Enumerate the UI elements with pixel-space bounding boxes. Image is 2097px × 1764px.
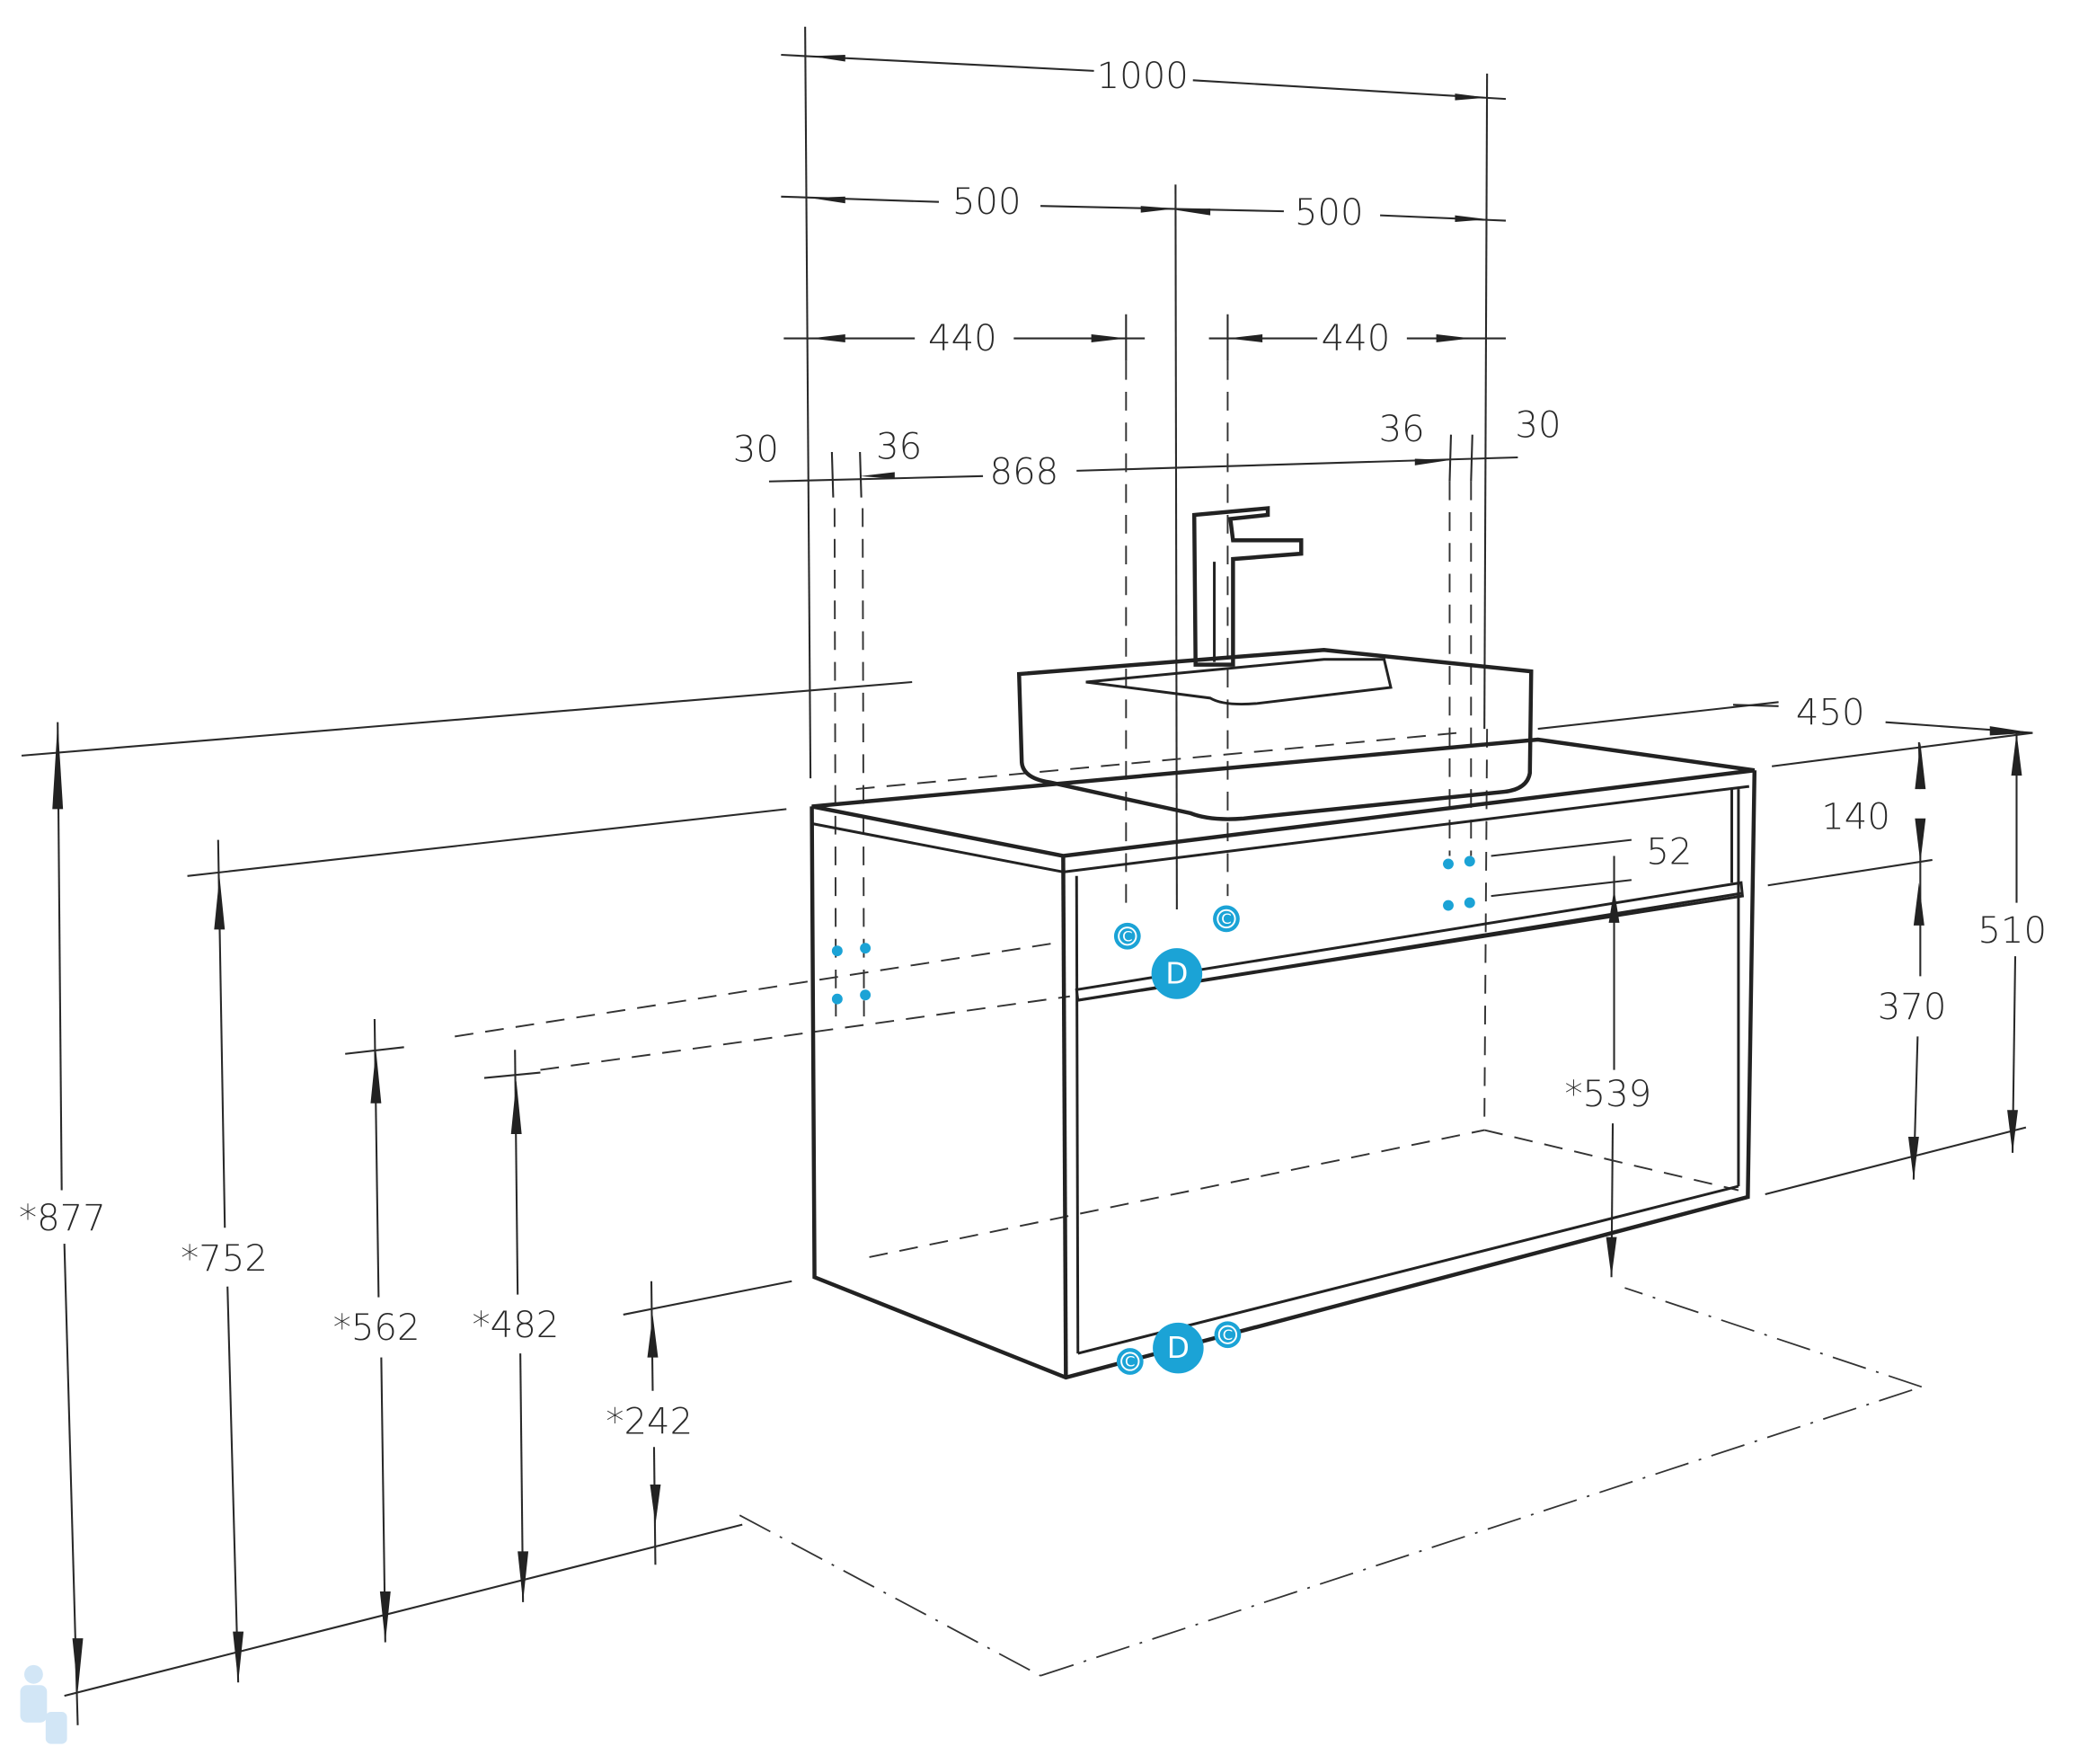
cold-hot-connection-marker: C <box>1113 922 1141 950</box>
dim-half-left: 500 <box>952 182 1022 223</box>
drain-connection-marker: D <box>1151 948 1203 999</box>
dim-offset-right: 440 <box>1322 318 1391 359</box>
floor-outline <box>739 1287 1923 1677</box>
svg-text:C: C <box>1122 927 1132 944</box>
mounting-points <box>831 855 1475 1005</box>
dim-height-242: *242 <box>606 1401 693 1442</box>
dim-side-right: 30 <box>1515 405 1561 447</box>
cold-hot-connection-marker: C <box>1213 905 1240 933</box>
dimension-lines <box>57 53 2033 1725</box>
basin <box>1016 648 1534 821</box>
hidden-lines <box>455 360 1739 1258</box>
dim-height-752: *752 <box>181 1238 268 1280</box>
dim-panel-right: 36 <box>1379 409 1425 450</box>
svg-text:C: C <box>1221 910 1231 927</box>
svg-text:C: C <box>1223 1326 1233 1343</box>
connection-markers: C C D C C D <box>831 855 1475 1375</box>
dim-total-height: 510 <box>1978 910 2047 952</box>
dim-drain-height: *539 <box>1564 1074 1651 1115</box>
svg-text:C: C <box>1125 1353 1135 1370</box>
svg-text:D: D <box>1165 956 1188 990</box>
dim-overall-width: 1000 <box>1097 56 1189 97</box>
dim-inner-width: 868 <box>990 452 1059 493</box>
dim-top-height: 140 <box>1821 797 1890 838</box>
dim-side-left: 30 <box>733 429 779 470</box>
dim-drawer-gap: 52 <box>1646 831 1692 873</box>
dim-depth: 450 <box>1796 693 1865 734</box>
svg-text:D: D <box>1167 1331 1190 1365</box>
dim-panel-left: 36 <box>876 426 922 467</box>
plumber-logo <box>20 1664 67 1744</box>
faucet-icon <box>1191 506 1304 667</box>
cold-hot-connection-marker: C <box>1214 1321 1242 1349</box>
arrowheads <box>52 55 2033 1692</box>
cabinet <box>810 737 1757 1380</box>
dim-half-right: 500 <box>1295 192 1364 234</box>
dim-offset-left: 440 <box>928 318 997 359</box>
dim-drawer-height: 370 <box>1878 987 1947 1028</box>
dim-height-482: *482 <box>473 1305 560 1346</box>
drain-connection-marker: D <box>1153 1322 1204 1374</box>
dim-height-562: *562 <box>333 1307 420 1349</box>
cold-hot-connection-marker: C <box>1116 1348 1144 1375</box>
dimension-labels: 1000 500 500 440 440 30 36 868 36 30 450… <box>19 56 2047 1442</box>
dim-height-877: *877 <box>19 1198 106 1239</box>
